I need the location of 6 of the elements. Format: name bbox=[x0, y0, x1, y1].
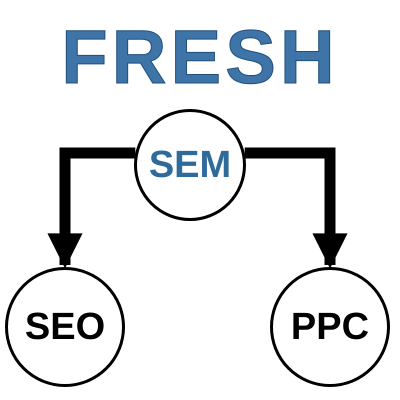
node-label: SEM bbox=[148, 144, 232, 186]
arrow bbox=[47, 148, 136, 269]
node-label: SEO bbox=[24, 306, 106, 348]
arrow bbox=[244, 148, 348, 269]
node-label: PPC bbox=[290, 306, 370, 348]
title: FRESH bbox=[60, 14, 340, 101]
